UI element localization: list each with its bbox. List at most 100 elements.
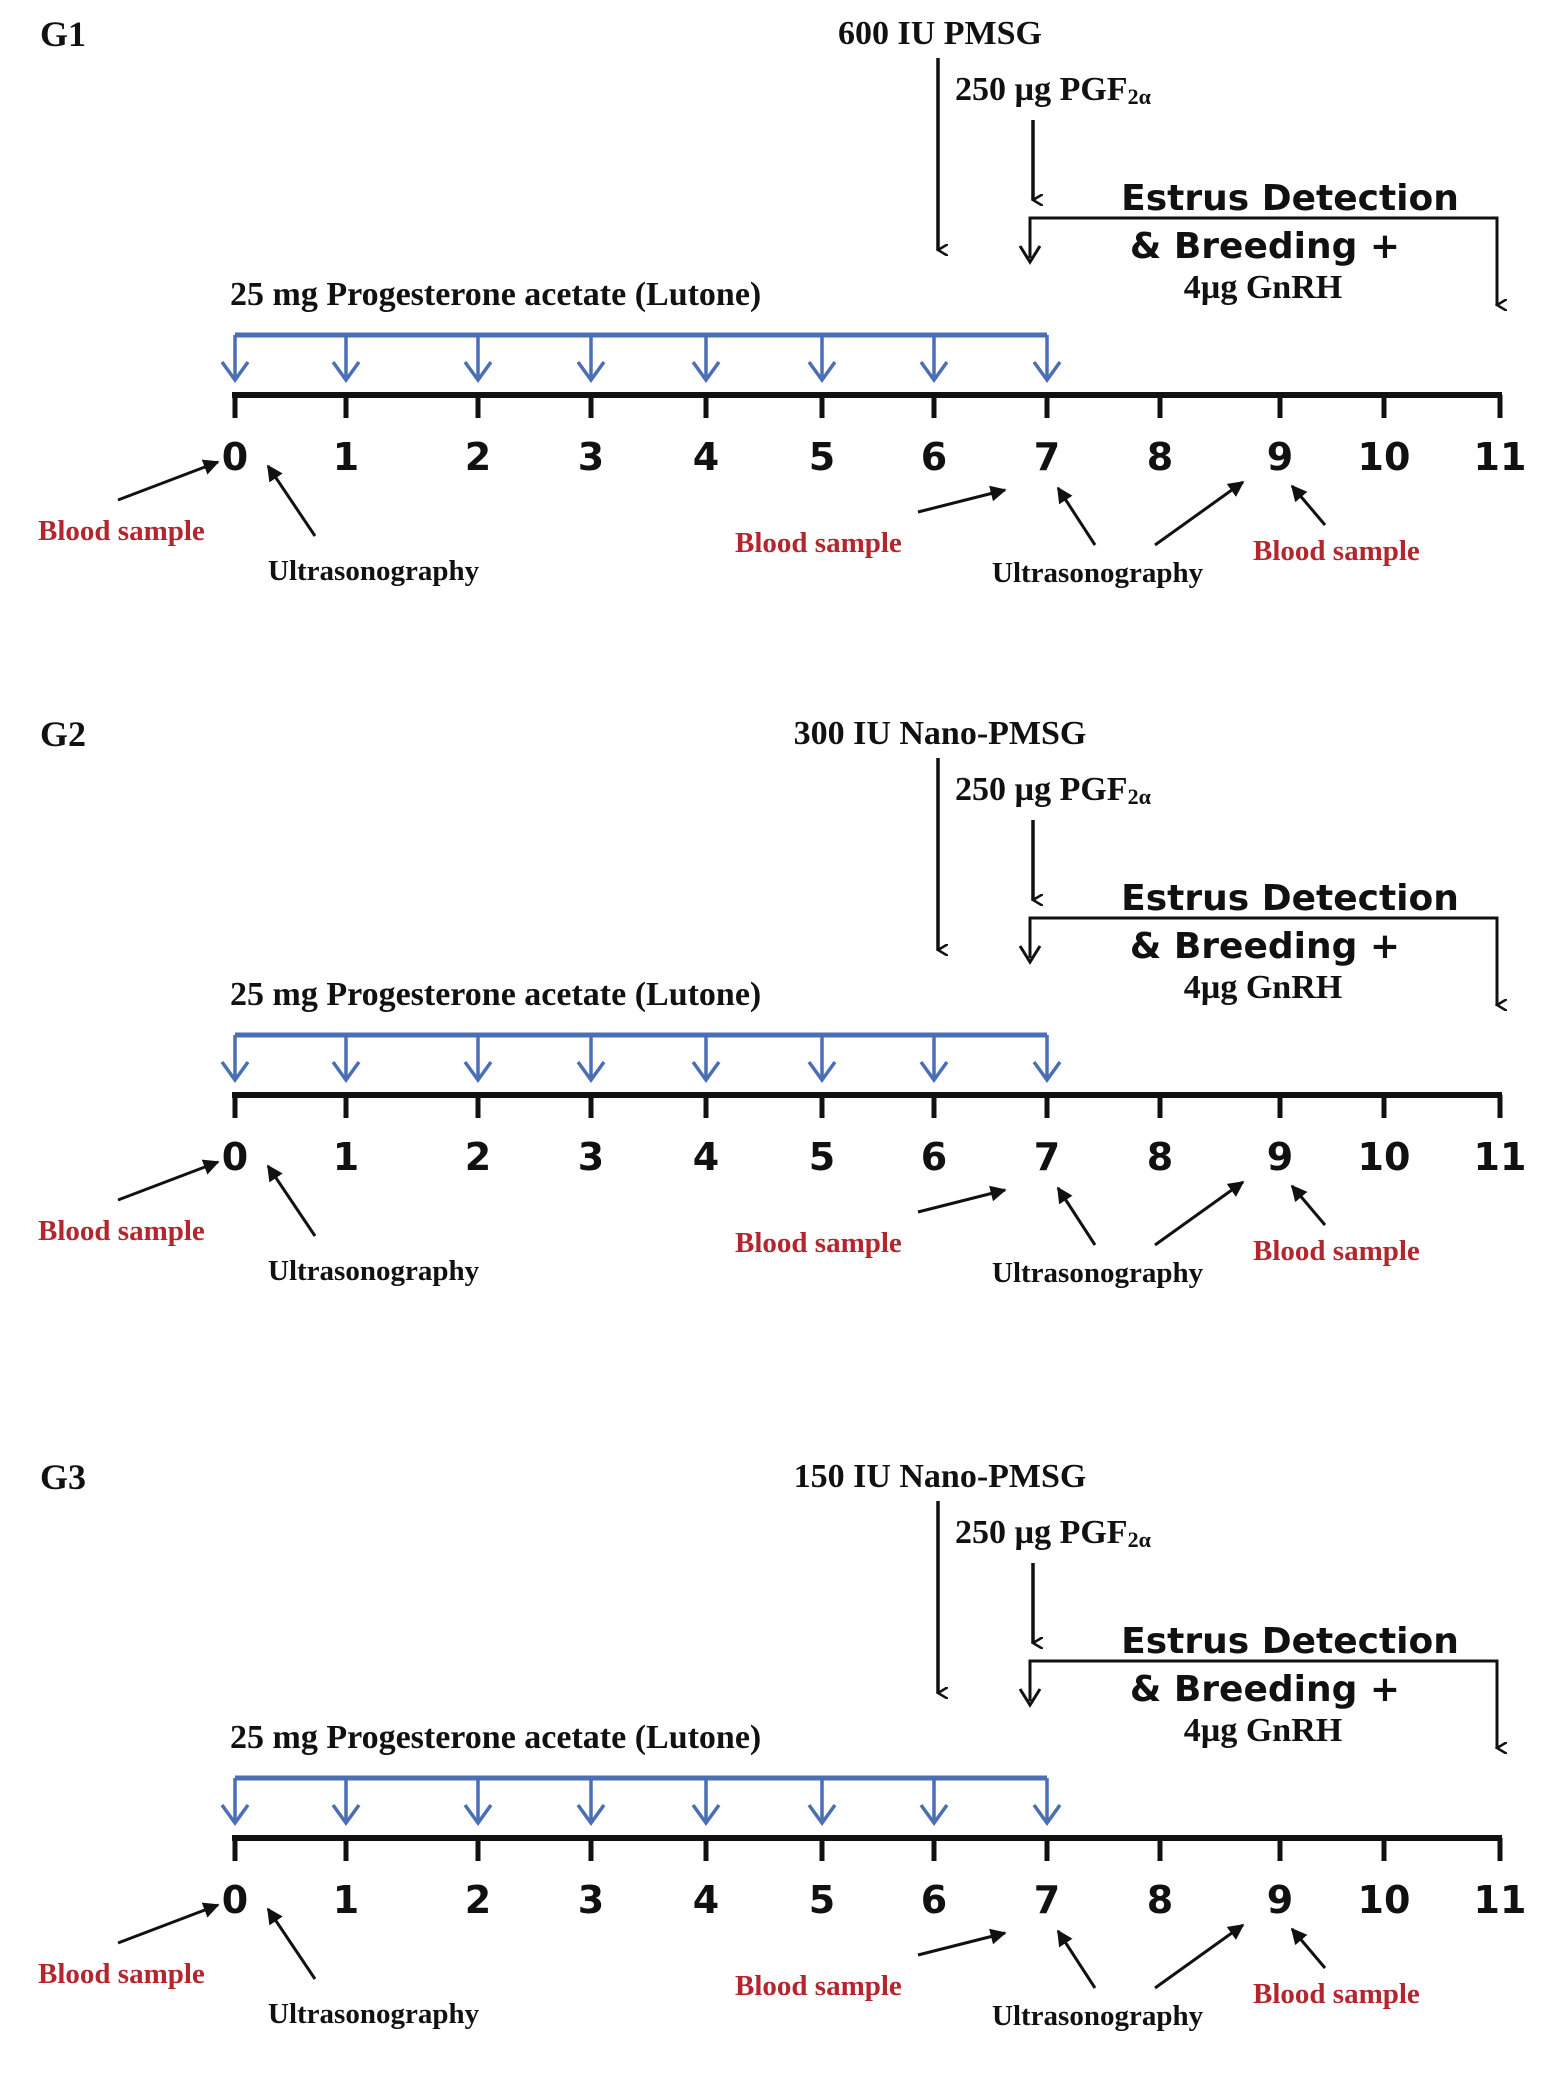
progesterone-dose-arrowhead [331,360,361,383]
progesterone-dose-arrowhead [576,1060,606,1083]
day-label-9: 9 [1267,435,1293,479]
estrus-line-1: Estrus Detection [1121,178,1459,219]
day-label-1: 1 [333,1135,359,1179]
day-label-4: 4 [693,435,719,479]
pgf-text: 250 µg PGF [955,1514,1128,1551]
day-label-5: 5 [809,1135,835,1179]
ultrasonography-arrow [1154,1180,1245,1247]
progesterone-dose-arrowhead [807,1060,837,1083]
day-label-0: 0 [222,1878,248,1922]
progesterone-dose-arrowhead [1032,1803,1062,1826]
progesterone-dose-arrowhead [691,1803,721,1826]
progesterone-dose-arrowhead [331,1803,361,1826]
day-label-8: 8 [1147,435,1173,479]
ultrasonography-arrow [266,464,317,537]
blood-sample-arrow [917,485,1007,514]
ultrasonography-arrow [266,1907,317,1980]
group-label: G1 [40,14,86,54]
progesterone-dose-arrowhead [220,360,250,383]
blood-sample-arrow [1290,484,1327,526]
pgf-label: 250 µg PGF2α [955,771,1152,809]
progesterone-dose-arrowhead [331,1060,361,1083]
pgf-label: 250 µg PGF2α [955,1514,1152,1552]
day-label-4: 4 [693,1878,719,1922]
progesterone-dose-arrowhead [919,1060,949,1083]
blood-sample-label: Blood sample [1253,1978,1420,2010]
blood-sample-label: Blood sample [1253,1235,1420,1267]
blood-sample-label: Blood sample [735,527,902,559]
progesterone-dose-arrowhead [1032,1060,1062,1083]
ultrasonography-arrow [1056,1186,1097,1246]
day-label-2: 2 [465,435,491,479]
estrus-line-2: & Breeding + [1130,1669,1400,1710]
ultrasonography-label: Ultrasonography [268,555,480,587]
ultrasonography-label: Ultrasonography [992,1257,1204,1289]
progesterone-dose-arrowhead [463,1060,493,1083]
ultrasonography-label: Ultrasonography [992,2000,1204,2032]
estrus-bracket [1028,916,1497,1005]
progesterone-label: 25 mg Progesterone acetate (Lutone) [230,276,761,313]
ultrasonography-arrow [1056,1929,1097,1989]
day-label-5: 5 [809,435,835,479]
pmsg-label: 150 IU Nano-PMSG [794,1458,1087,1495]
day-label-0: 0 [222,435,248,479]
ultrasonography-label: Ultrasonography [268,1255,480,1287]
day-label-1: 1 [333,1878,359,1922]
progesterone-dose-arrowhead [220,1803,250,1826]
estrus-bracket-start-head [1018,945,1042,965]
estrus-line-1: Estrus Detection [1121,1621,1459,1662]
blood-sample-arrow [117,1159,220,1202]
estrus-bracket [1028,216,1497,305]
day-label-6: 6 [921,1878,947,1922]
ultrasonography-label: Ultrasonography [268,1998,480,2030]
estrus-line-1: Estrus Detection [1121,878,1459,919]
ultrasonography-arrow [1154,1923,1245,1990]
day-label-10: 10 [1358,1878,1411,1922]
pgf-subscript: 2α [1128,1527,1152,1552]
day-label-2: 2 [465,1135,491,1179]
blood-sample-label: Blood sample [38,1958,205,1990]
day-label-7: 7 [1034,435,1060,479]
estrus-line-2: & Breeding + [1130,226,1400,267]
blood-sample-arrow [917,1928,1007,1957]
ultrasonography-arrow [266,1164,317,1237]
progesterone-dose-arrowhead [691,360,721,383]
ultrasonography-arrow [1154,480,1245,547]
day-label-11: 11 [1474,1878,1527,1922]
progesterone-dose-arrowhead [576,360,606,383]
estrus-bracket-start-head [1018,245,1042,265]
blood-sample-label: Blood sample [735,1227,902,1259]
blood-sample-label: Blood sample [38,1215,205,1247]
progesterone-dose-arrowhead [919,360,949,383]
group-label: G2 [40,714,86,754]
pgf-subscript: 2α [1128,84,1152,109]
day-label-0: 0 [222,1135,248,1179]
ultrasonography-arrow [1056,486,1097,546]
ultrasonography-label: Ultrasonography [992,557,1204,589]
day-label-3: 3 [578,1135,604,1179]
estrus-bracket-start-head [1018,1688,1042,1708]
day-label-11: 11 [1474,1135,1527,1179]
pmsg-label: 300 IU Nano-PMSG [794,715,1087,752]
blood-sample-label: Blood sample [1253,535,1420,567]
progesterone-dose-arrowhead [691,1060,721,1083]
blood-sample-arrow [917,1185,1007,1214]
progesterone-dose-arrowhead [807,1803,837,1826]
progesterone-label: 25 mg Progesterone acetate (Lutone) [230,976,761,1013]
pmsg-label: 600 IU PMSG [838,15,1042,52]
pgf-subscript: 2α [1128,784,1152,809]
day-label-9: 9 [1267,1135,1293,1179]
estrus-line-3: 4µg GnRH [1184,969,1342,1006]
progesterone-dose-arrowhead [220,1060,250,1083]
progesterone-dose-arrowhead [919,1803,949,1826]
day-label-7: 7 [1034,1878,1060,1922]
blood-sample-arrow [117,1902,220,1945]
day-label-10: 10 [1358,1135,1411,1179]
day-label-6: 6 [921,1135,947,1179]
estrus-line-2: & Breeding + [1130,926,1400,967]
estrus-bracket [1028,1659,1497,1748]
day-label-9: 9 [1267,1878,1293,1922]
